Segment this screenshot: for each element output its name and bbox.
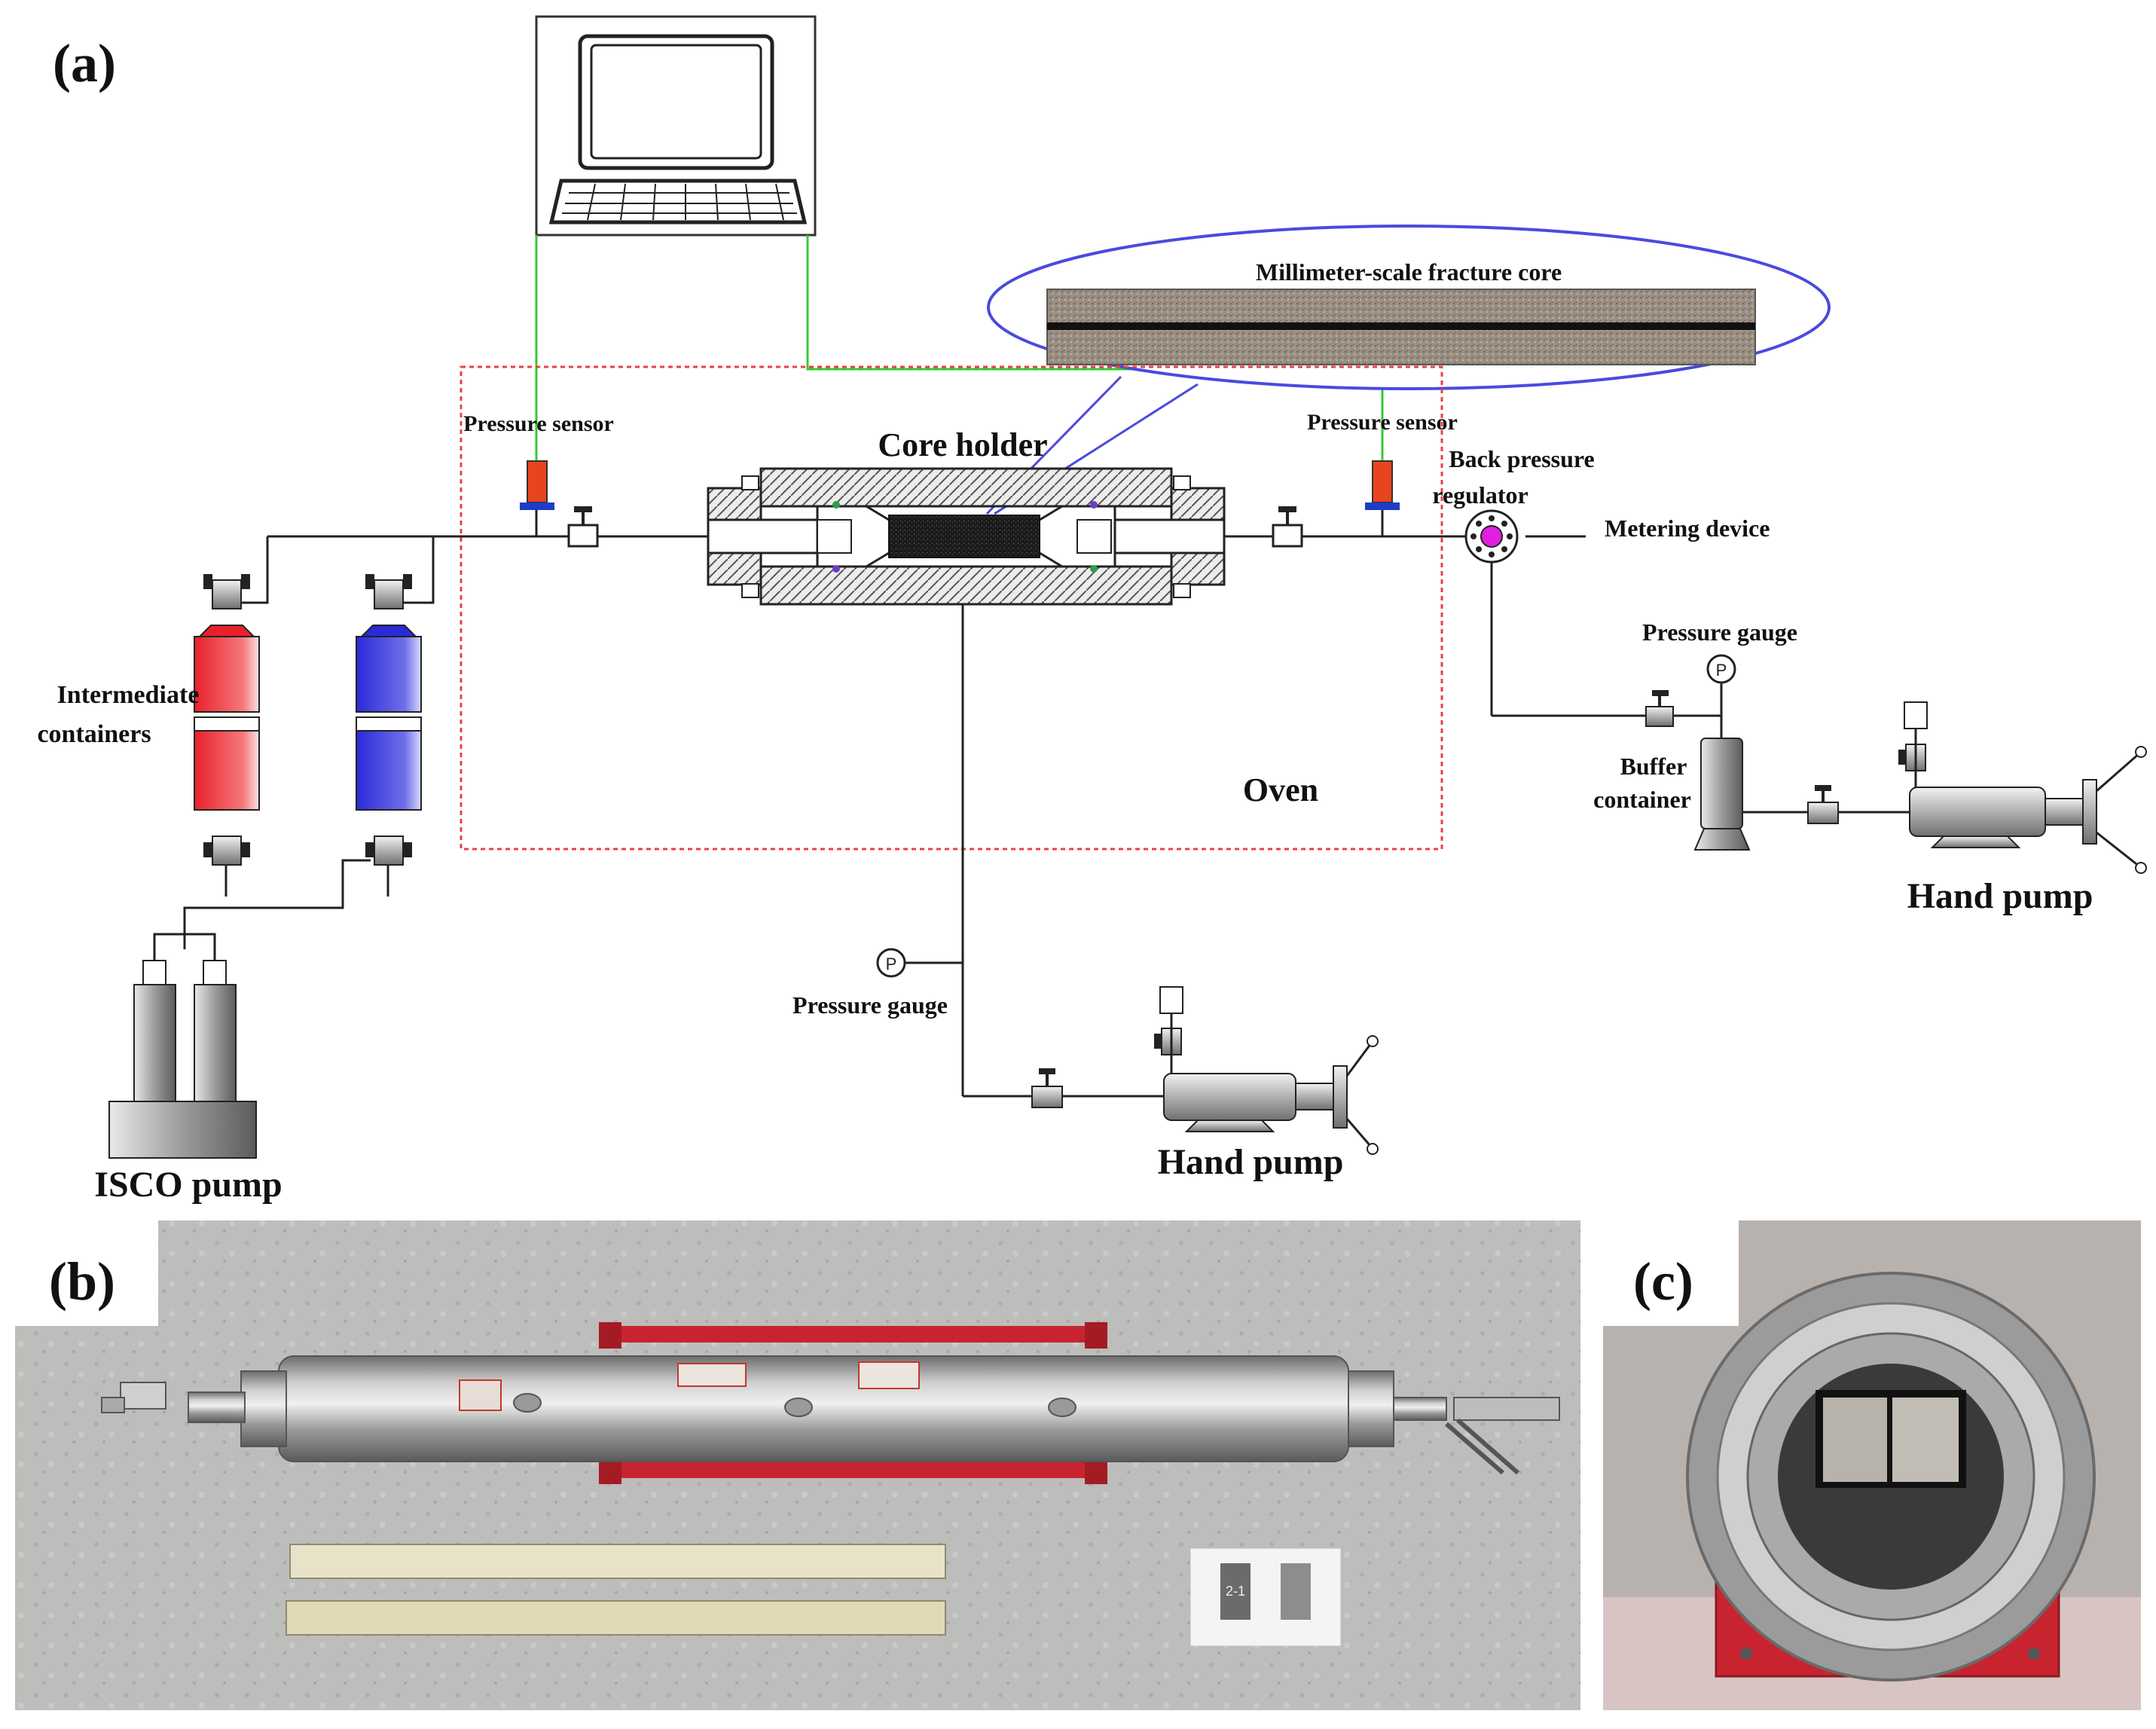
valve-buffer-out xyxy=(1807,785,1839,824)
valve-buffer-in xyxy=(1645,690,1721,727)
intermediate-container-blue xyxy=(356,574,422,866)
svg-text:P: P xyxy=(886,955,897,973)
intermediate-label-1: Intermediate xyxy=(57,681,200,709)
fracture-core-callout: Millimeter-scale fracture core xyxy=(985,225,1831,515)
buffer-label-2: container xyxy=(1593,786,1691,813)
pressure-sensor-right xyxy=(1365,460,1400,536)
valve-right xyxy=(1272,506,1303,548)
panel-label-c: (c) xyxy=(1633,1251,1693,1312)
hand-pump-bottom xyxy=(1154,986,1379,1155)
metering-device-label: Metering device xyxy=(1605,515,1770,542)
isco-pump-label: ISCO pump xyxy=(94,1165,282,1205)
panel-label-a: (a) xyxy=(53,33,116,93)
computer-icon xyxy=(535,15,817,237)
panel-label-b: (b) xyxy=(49,1251,115,1312)
buffer-container xyxy=(1693,738,1751,851)
pressure-gauge-bottom-label: Pressure gauge xyxy=(792,991,948,1019)
valve-left xyxy=(567,506,599,548)
pressure-sensor-left xyxy=(520,460,554,536)
pressure-gauge-bottom: P xyxy=(876,948,963,978)
svg-text:P: P xyxy=(1716,661,1727,680)
main-flow-line xyxy=(267,535,1646,1098)
photo-core-holder: (b) 2-1 xyxy=(15,1220,1580,1710)
buffer-label-1: Buffer xyxy=(1620,753,1687,780)
oven-label: Oven xyxy=(1243,771,1318,808)
hand-pump-bottom-label: Hand pump xyxy=(1158,1142,1344,1182)
hand-pump-right-label: Hand pump xyxy=(1907,876,2093,916)
back-pressure-label-2: regulator xyxy=(1432,481,1528,509)
fracture-core-label: Millimeter-scale fracture core xyxy=(1256,258,1562,286)
intermediate-label-2: containers xyxy=(37,720,151,748)
back-pressure-regulator xyxy=(1464,509,1519,564)
pressure-gauge-right: P xyxy=(1706,654,1736,738)
isco-pump xyxy=(108,908,257,1159)
signal-wires xyxy=(535,235,1384,461)
hand-pump-right xyxy=(1898,701,2147,874)
core-holder-label: Core holder xyxy=(878,426,1047,463)
pressure-gauge-right-label: Pressure gauge xyxy=(1642,619,1797,646)
valve-bottom xyxy=(1031,1068,1063,1108)
intermediate-container-red xyxy=(194,574,260,866)
core-sample xyxy=(888,515,1040,558)
core-holder xyxy=(707,467,1226,606)
pressure-sensor-right-label: Pressure sensor xyxy=(1307,410,1458,435)
sample-label: 2-1 xyxy=(1226,1584,1245,1599)
photo-core-holder-end: (c) xyxy=(1603,1220,2141,1710)
fracture-line xyxy=(1047,322,1755,330)
intermediate-containers-piping xyxy=(183,535,435,949)
pressure-sensor-left-label: Pressure sensor xyxy=(463,411,614,436)
back-pressure-label-1: Back pressure xyxy=(1449,445,1595,472)
oven-box xyxy=(460,365,1443,851)
